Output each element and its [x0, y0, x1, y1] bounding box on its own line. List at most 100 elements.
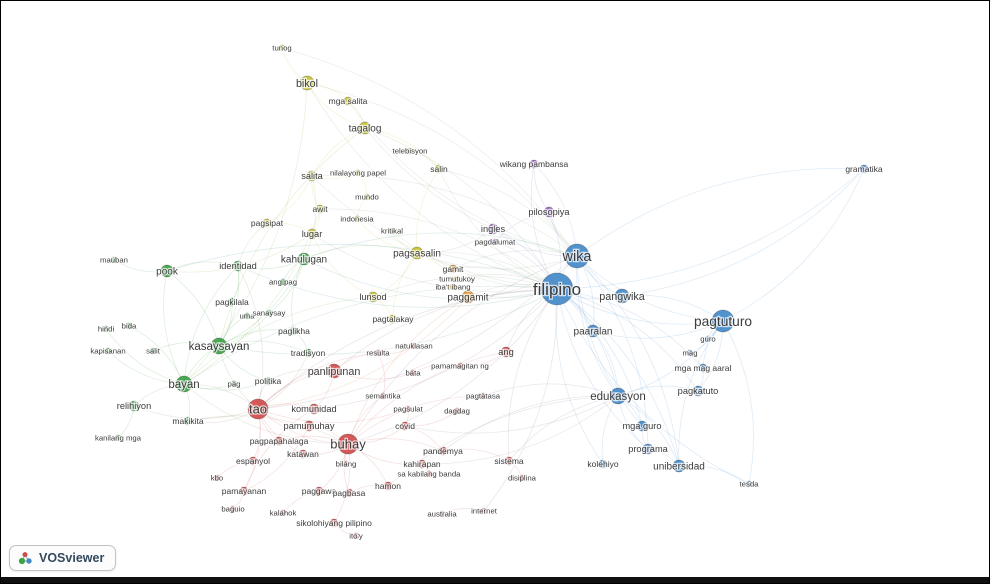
network-node[interactable] [614, 288, 630, 304]
network-node[interactable] [243, 312, 251, 320]
network-node[interactable] [745, 480, 753, 488]
network-node[interactable] [315, 204, 325, 214]
network-node[interactable] [353, 215, 361, 223]
network-node[interactable] [672, 459, 686, 473]
network-node[interactable] [543, 206, 555, 218]
network-node[interactable] [229, 505, 237, 513]
network-node[interactable] [518, 474, 526, 482]
network-node[interactable] [298, 449, 308, 459]
network-node[interactable] [487, 223, 499, 235]
network-node[interactable] [859, 164, 869, 174]
network-node[interactable] [278, 44, 286, 52]
network-node[interactable] [274, 436, 284, 446]
network-node[interactable] [306, 170, 318, 182]
network-node[interactable] [374, 349, 382, 357]
network-node[interactable] [303, 348, 313, 358]
network-node[interactable] [438, 510, 446, 518]
network-node[interactable] [160, 264, 174, 278]
network-node[interactable] [230, 380, 238, 388]
network-node[interactable] [337, 433, 359, 455]
network-node[interactable] [480, 507, 488, 515]
network-node[interactable] [686, 349, 694, 357]
network-node[interactable] [417, 459, 427, 469]
network-node[interactable] [279, 509, 287, 517]
network-node[interactable] [343, 96, 353, 106]
network-node[interactable] [404, 405, 412, 413]
network-node[interactable] [128, 400, 140, 412]
network-node[interactable] [529, 159, 539, 169]
network-node[interactable] [698, 363, 708, 373]
network-node[interactable] [239, 486, 249, 496]
network-node[interactable] [352, 532, 360, 540]
network-node[interactable] [438, 446, 448, 456]
network-node[interactable] [400, 421, 410, 431]
network-node[interactable] [263, 376, 273, 386]
network-node[interactable] [297, 252, 311, 266]
network-node[interactable] [358, 121, 372, 135]
network-node[interactable] [306, 228, 318, 240]
network-node[interactable] [363, 193, 371, 201]
network-node[interactable] [598, 459, 608, 469]
network-node[interactable] [344, 488, 354, 498]
network-edge [556, 288, 619, 397]
network-node[interactable] [692, 385, 704, 397]
network-node[interactable] [326, 363, 342, 379]
network-node[interactable] [504, 456, 514, 466]
network-node[interactable] [642, 443, 654, 455]
network-node[interactable] [379, 392, 387, 400]
network-node[interactable] [248, 456, 258, 466]
network-node[interactable] [149, 347, 157, 355]
network-node[interactable] [354, 169, 362, 177]
network-node[interactable] [711, 309, 735, 333]
network-node[interactable] [262, 218, 272, 228]
network-node[interactable] [479, 392, 487, 400]
network-node[interactable] [175, 375, 193, 393]
network-node[interactable] [461, 290, 475, 304]
network-node[interactable] [453, 407, 461, 415]
network-node[interactable] [409, 369, 417, 377]
network-node[interactable] [210, 337, 228, 355]
network-node[interactable] [289, 326, 299, 336]
network-node[interactable] [303, 420, 315, 432]
network-node[interactable] [125, 322, 133, 330]
network-node[interactable] [183, 416, 193, 426]
network-node[interactable] [636, 420, 648, 432]
network-node[interactable] [410, 246, 424, 260]
network-node[interactable] [104, 347, 112, 355]
network-node[interactable] [388, 227, 396, 235]
network-node[interactable] [564, 243, 590, 269]
network-node[interactable] [367, 291, 379, 303]
network-node[interactable] [213, 474, 221, 482]
network-node[interactable] [448, 264, 458, 274]
network-node[interactable] [247, 398, 269, 420]
network-node[interactable] [110, 256, 118, 264]
network-node[interactable] [540, 272, 574, 306]
network-node[interactable] [314, 486, 324, 496]
network-node[interactable] [114, 434, 122, 442]
network-node[interactable] [342, 460, 350, 468]
network-node[interactable] [410, 342, 418, 350]
network-node[interactable] [102, 325, 110, 333]
network-node[interactable] [265, 309, 273, 317]
network-node[interactable] [500, 346, 512, 358]
network-node[interactable] [425, 470, 433, 478]
network-node[interactable] [388, 314, 398, 324]
network-node[interactable] [491, 238, 499, 246]
network-node[interactable] [609, 387, 627, 405]
network-node[interactable] [434, 164, 444, 174]
network-node[interactable] [299, 75, 315, 91]
network-node[interactable] [406, 147, 414, 155]
network-node[interactable] [456, 362, 464, 370]
network-node[interactable] [453, 275, 461, 283]
network-node[interactable] [329, 518, 339, 528]
network-node[interactable] [449, 283, 457, 291]
network-node[interactable] [308, 403, 320, 415]
vosviewer-logo-button[interactable]: VOSviewer [9, 545, 117, 571]
network-node[interactable] [704, 335, 712, 343]
network-node[interactable] [586, 324, 600, 338]
network-node[interactable] [279, 278, 287, 286]
network-node[interactable] [227, 297, 237, 307]
network-node[interactable] [383, 481, 393, 491]
network-node[interactable] [232, 260, 244, 272]
